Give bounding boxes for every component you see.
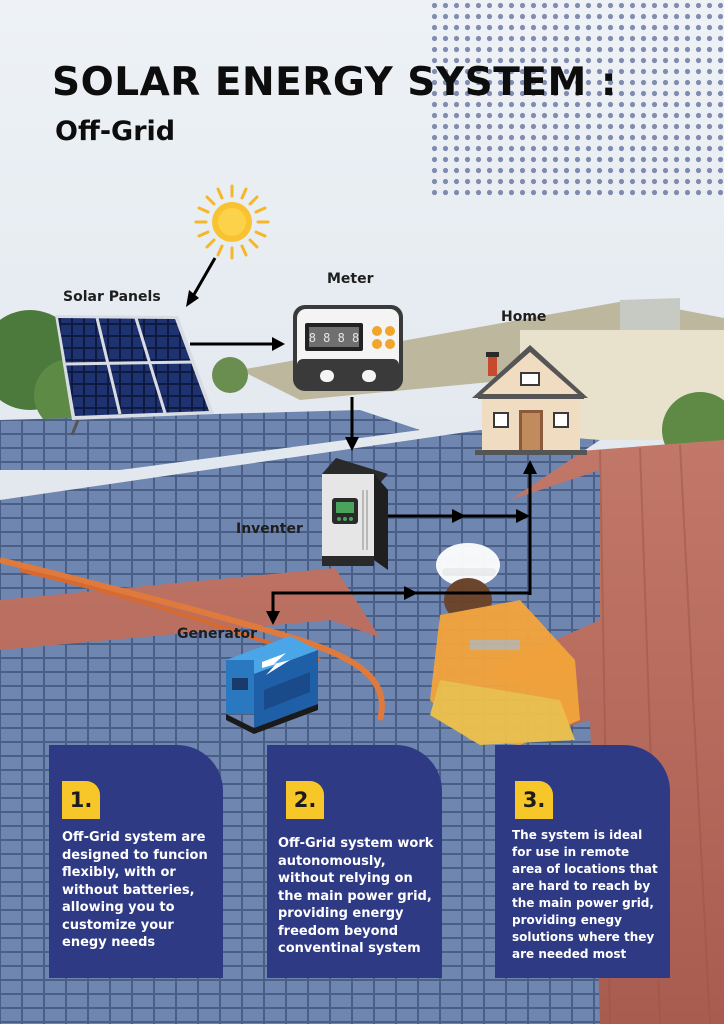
page-subtitle: Off-Grid <box>55 116 176 147</box>
worker <box>430 543 580 745</box>
meter-display-digits: 8 8 8 8 <box>309 331 360 345</box>
info-card-1: 1. Off-Grid system are designed to funci… <box>49 745 223 978</box>
roof-array-mid <box>0 430 600 600</box>
generator-icon <box>226 636 318 734</box>
solar-panels-icon <box>55 315 214 436</box>
label-generator: Generator <box>177 626 258 642</box>
label-meter: Meter <box>327 271 374 287</box>
card-text: The system is ideal for use in remote ar… <box>512 828 658 961</box>
card-text: Off-Grid system are designed to funcion … <box>62 830 208 950</box>
card-number-badge: 2. <box>286 781 324 819</box>
sun-icon <box>194 184 270 260</box>
label-home: Home <box>501 309 547 325</box>
arrow-sun-to-panels <box>190 257 217 299</box>
home-icon <box>472 345 588 455</box>
card-number-badge: 3. <box>515 781 553 819</box>
roof-array-back <box>0 410 420 470</box>
line-generator-to-home <box>271 591 530 615</box>
halftone-top-right <box>430 0 724 200</box>
orange-cable <box>0 557 385 721</box>
page-title: SOLAR ENERGY SYSTEM : <box>52 60 617 105</box>
inverter-icon <box>322 458 388 570</box>
info-card-3: 3. The system is ideal for use in remote… <box>495 745 670 978</box>
arrow-heads <box>186 290 537 625</box>
label-solar-panels: Solar Panels <box>63 289 161 305</box>
distant-shed <box>620 298 680 330</box>
info-card-2: 2. Off-Grid system work autonomously, wi… <box>267 745 442 978</box>
meter-icon <box>293 305 403 391</box>
tree-mid <box>212 357 248 393</box>
card-number-badge: 1. <box>62 781 100 819</box>
card-text: Off-Grid system work autonomously, witho… <box>278 836 434 956</box>
label-inverter: Inventer <box>236 521 303 537</box>
